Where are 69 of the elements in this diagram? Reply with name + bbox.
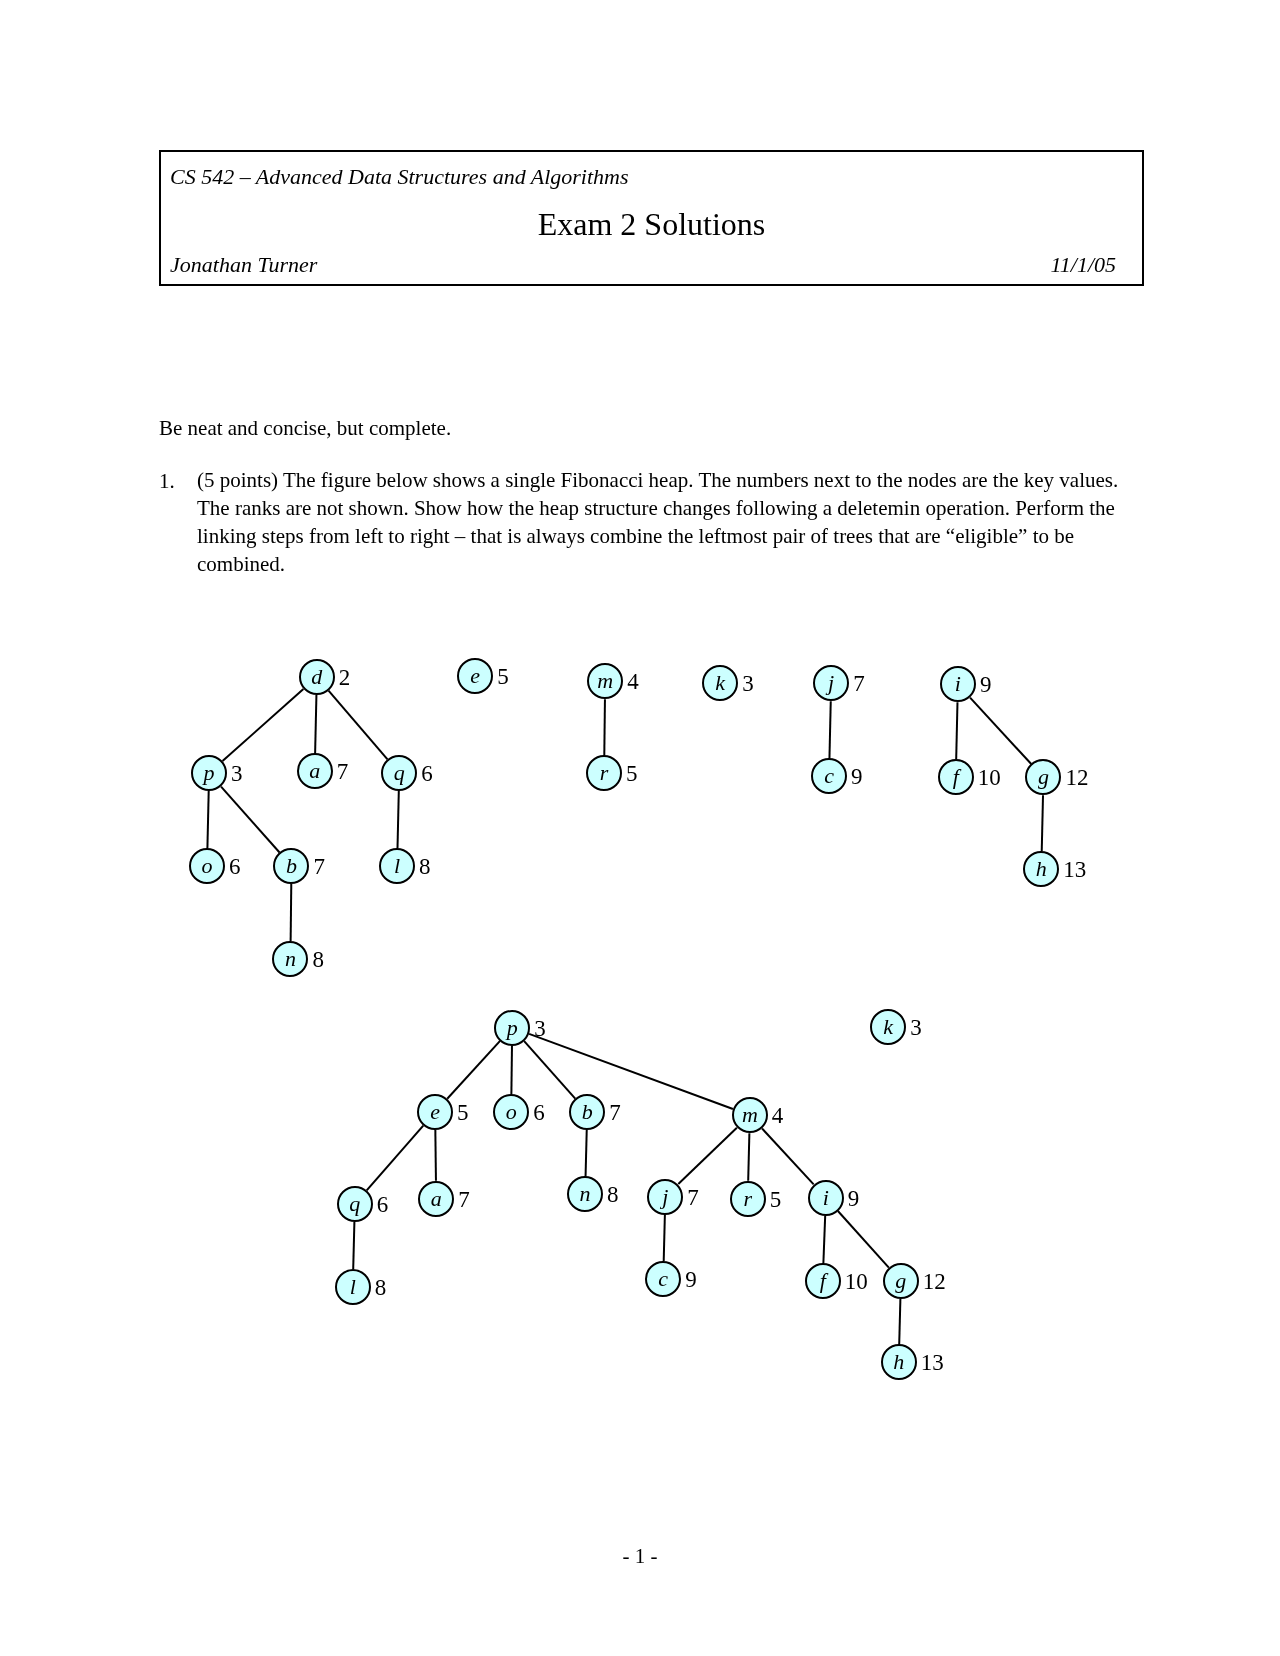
key-value: 9 (685, 1267, 697, 1291)
key-value: 6 (376, 1192, 389, 1216)
date: 11/1/05 (1050, 251, 1116, 279)
key-value: 10 (844, 1270, 868, 1294)
tree-edge (969, 696, 1033, 766)
tree-edge (365, 1124, 425, 1192)
tree-edge (603, 698, 606, 757)
key-value: 3 (534, 1016, 546, 1040)
key-value: 5 (769, 1187, 782, 1211)
key-value: 13 (1063, 858, 1087, 882)
key-value: 4 (627, 670, 639, 694)
key-value: 7 (458, 1187, 470, 1211)
question-number: 1. (159, 468, 175, 495)
key-value: 8 (312, 947, 324, 971)
key-value: 7 (687, 1185, 699, 1209)
key-value: 3 (231, 762, 243, 786)
tree-edge (828, 700, 832, 760)
tree-edge (822, 1214, 827, 1265)
key-value: 7 (336, 759, 349, 783)
tree-edge (396, 790, 400, 849)
tree-edge (206, 790, 210, 849)
author-name: Jonathan Turner (170, 251, 318, 279)
key-value: 3 (910, 1015, 922, 1039)
page-number: - 1 - (622, 1543, 658, 1570)
tree-edge (314, 693, 318, 754)
tree-edge (898, 1298, 902, 1346)
tree-edge (446, 1039, 502, 1100)
exam-title: Exam 2 Solutions (537, 205, 766, 244)
tree-edge (510, 1044, 513, 1096)
key-value: 7 (853, 672, 865, 696)
key-value: 3 (742, 672, 754, 696)
tree-edge (434, 1129, 437, 1182)
key-value: 9 (851, 765, 863, 789)
instruction-text: Be neat and concise, but complete. (159, 415, 452, 442)
key-value: 4 (771, 1104, 784, 1128)
tree-edge (584, 1129, 588, 1178)
tree-edge (523, 1040, 577, 1100)
key-value: 13 (920, 1351, 944, 1375)
key-value: 8 (374, 1276, 387, 1300)
key-value: 10 (977, 766, 1001, 790)
tree-edge (662, 1213, 666, 1262)
tree-edge (327, 689, 389, 761)
tree-edge (221, 687, 305, 763)
key-value: 9 (847, 1186, 860, 1210)
question-text: (5 points) The figure below shows a single Fibonacci heap. The numbers next to the nodes are the key values. The ranks are not shown. Show how the heap structure changes following a deletemin operation. Perform the linking steps from left to right – that is always combine the leftmost pair of trees that are “eligible” to be combined. (197, 467, 1120, 578)
key-value: 7 (609, 1101, 621, 1125)
tree-edge (352, 1220, 356, 1271)
key-value: 8 (607, 1183, 619, 1207)
tree-edge (677, 1126, 738, 1186)
course-name: CS 542 – Advanced Data Structures and Algorithms (170, 163, 629, 191)
key-value: 6 (533, 1101, 545, 1125)
tree-edge (289, 883, 293, 942)
tree-edge (836, 1210, 890, 1269)
key-value: 9 (979, 673, 992, 697)
key-value: 5 (626, 762, 638, 786)
tree-edge (955, 701, 959, 761)
key-value: 7 (313, 855, 325, 878)
tree-edge (220, 785, 281, 854)
key-value: 12 (1065, 766, 1089, 790)
tree-edge (761, 1127, 815, 1186)
key-value: 5 (457, 1101, 469, 1125)
key-value: 12 (922, 1270, 946, 1294)
key-value: 2 (338, 665, 351, 689)
tree-edge (747, 1132, 751, 1182)
key-value: 5 (497, 664, 509, 688)
tree-edge (1040, 794, 1044, 853)
key-value: 6 (421, 762, 433, 786)
key-value: 8 (419, 855, 431, 878)
key-value: 6 (229, 855, 241, 878)
